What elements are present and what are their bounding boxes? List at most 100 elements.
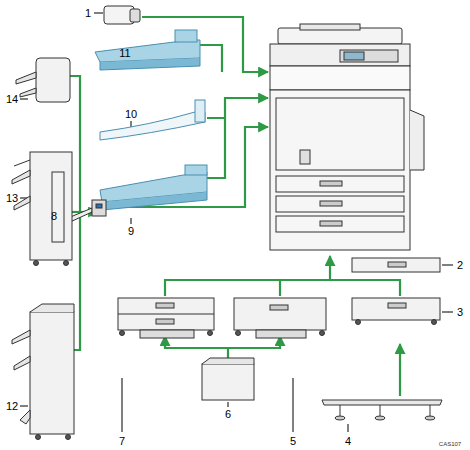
table-foot — [375, 416, 385, 420]
main-machine — [270, 24, 424, 250]
toner-latch — [300, 150, 310, 164]
tray-handle — [320, 201, 342, 206]
finisher-body — [30, 152, 72, 260]
tray-shape — [100, 112, 205, 140]
callout-number: 1 — [85, 7, 91, 19]
booklet-tray — [20, 410, 30, 424]
caster-table-4 — [322, 400, 442, 420]
unit-base — [256, 330, 306, 338]
leader-line — [228, 402, 229, 407]
connection-line — [200, 45, 222, 72]
tray-handle — [156, 319, 174, 324]
tray-handle — [270, 305, 288, 310]
panel-screen — [344, 52, 364, 60]
output-area — [270, 66, 410, 90]
unit-body — [118, 298, 214, 330]
tray-end — [195, 100, 205, 122]
connection-line — [165, 280, 400, 296]
callout-number: 11 — [119, 47, 130, 59]
tray-side — [102, 192, 207, 210]
callout-number: 12 — [6, 400, 18, 412]
leader-line — [442, 312, 453, 313]
unit-box — [92, 200, 106, 216]
callout-number: 8 — [51, 210, 57, 222]
tray-handle — [156, 303, 174, 308]
finisher-tray — [14, 160, 30, 166]
tray-divider — [118, 314, 214, 315]
unit-body — [234, 298, 326, 330]
unit-end — [130, 9, 140, 22]
callout-number: 13 — [6, 192, 18, 204]
paper-tray — [276, 216, 404, 232]
leader-line — [442, 265, 453, 266]
callout-number: 5 — [290, 435, 296, 447]
table-leg — [430, 405, 431, 416]
finisher-12 — [12, 304, 74, 440]
caster — [36, 435, 41, 440]
leader-lines — [20, 13, 453, 432]
paper-feed-unit-7 — [118, 298, 214, 338]
image-code: CAS107 — [439, 441, 461, 448]
paper-feed-unit-5 — [234, 298, 326, 338]
leader-line — [20, 99, 28, 100]
tray-9 — [100, 165, 207, 210]
option-unit-1 — [104, 6, 140, 24]
connection-line — [329, 256, 331, 280]
tray-body — [202, 364, 254, 400]
leader-line — [131, 218, 132, 224]
table-top — [322, 400, 442, 405]
callout-number: 3 — [457, 306, 463, 318]
tray-body — [352, 258, 440, 272]
leader-line — [20, 406, 28, 407]
caster — [120, 331, 125, 336]
caster — [236, 331, 241, 336]
feeder-tray — [300, 24, 360, 30]
bypass-tray — [410, 110, 424, 170]
tray-handle — [388, 303, 406, 308]
large-capacity-tray-6 — [202, 358, 254, 400]
caster — [34, 261, 39, 266]
callout-number: 10 — [125, 108, 137, 120]
leader-line — [293, 378, 294, 432]
finisher-14 — [16, 58, 70, 102]
connection-line — [399, 344, 401, 396]
callout-number: 9 — [128, 225, 134, 237]
front-cover — [276, 98, 404, 170]
connection-line — [207, 118, 225, 178]
unit-mark — [96, 204, 102, 208]
callout-number: 14 — [6, 93, 18, 105]
tray-handle — [320, 181, 342, 186]
scanner-unit — [270, 44, 410, 66]
caster — [320, 331, 325, 336]
tray-side — [100, 58, 200, 70]
connection-line — [207, 98, 268, 118]
finisher-tray — [12, 330, 30, 344]
unit-base — [140, 330, 194, 338]
finisher-tray — [14, 356, 30, 370]
finisher-body — [36, 58, 70, 102]
table-leg — [380, 405, 381, 416]
table-foot — [425, 416, 435, 420]
control-panel — [340, 50, 398, 62]
tray-handle — [320, 221, 342, 226]
connection-line — [279, 280, 281, 296]
caster — [356, 320, 361, 325]
caster — [208, 331, 213, 336]
leader-line — [122, 378, 123, 432]
finisher-tray — [20, 88, 36, 97]
option-unit-8 — [68, 200, 106, 222]
caster — [64, 261, 69, 266]
tray-body — [352, 298, 440, 320]
paper-tray-3 — [352, 298, 440, 325]
finisher-top — [30, 304, 74, 312]
tray-handle — [388, 262, 406, 267]
tray-11 — [95, 30, 200, 70]
tray-end — [185, 165, 207, 175]
callout-number: 7 — [119, 435, 125, 447]
caster — [432, 320, 437, 325]
table-leg — [340, 405, 341, 416]
tray-top — [202, 358, 254, 364]
leader-line — [94, 13, 103, 14]
paper-tray-2 — [352, 258, 440, 272]
